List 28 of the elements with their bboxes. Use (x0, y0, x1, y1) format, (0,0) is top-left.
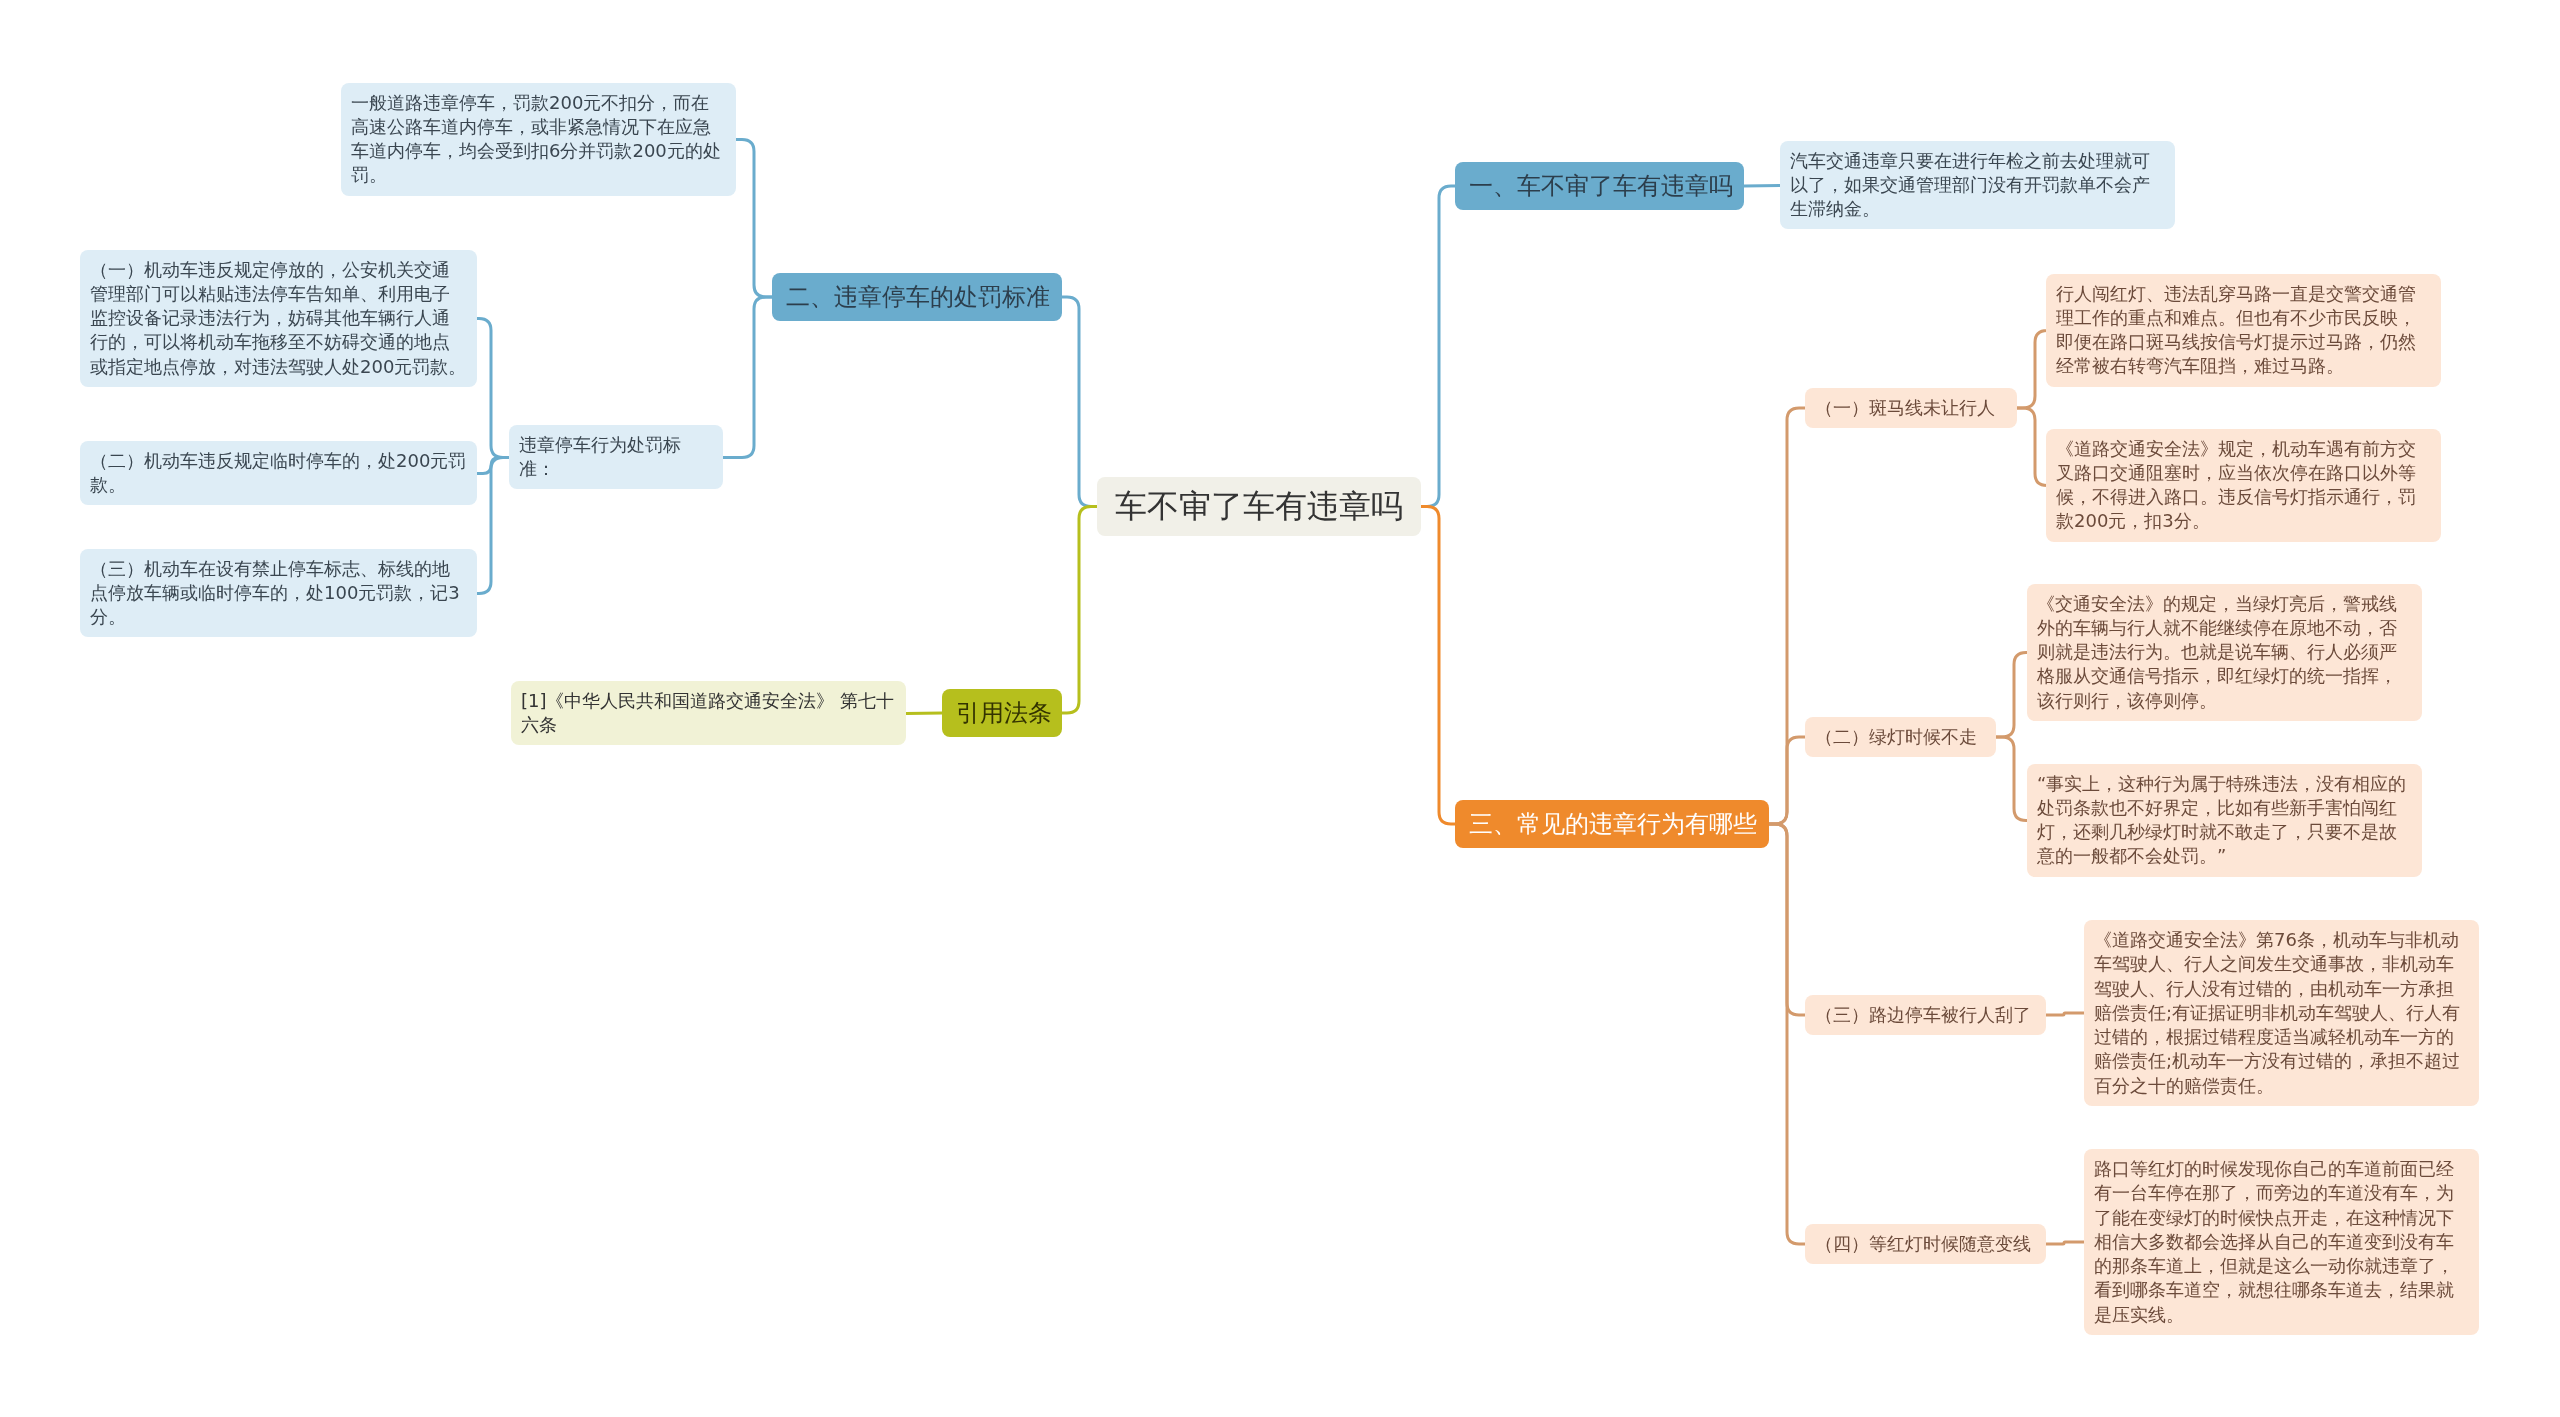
note-box: （三）机动车在设有禁止停车标志、标线的地点停放车辆或临时停车的，处100元罚款，记3分。 (80, 548, 477, 638)
note-box: 《道路交通安全法》规定，机动车遇有前方交叉路口交通阻塞时，应当依次停在路口以外等候，不得进入路口。违反信号灯指示通行，罚款200元，扣3分。 (2046, 428, 2441, 542)
connector-line (1996, 735, 2028, 822)
note-box: 违章停车行为处罚标准： (509, 424, 723, 490)
topic-box: 一、车不审了车有违章吗 (1455, 162, 1744, 211)
note-box: 《道路交通安全法》第76条，机动车与非机动车驾驶人、行人之间发生交通事故，非机动车驾驶人、行人没有过错的，由机动车一方承担赔偿责任;有证据证明非机动车驾驶人、行人有过错的，根据过错程度适当减轻机动车一方的赔偿责任;机动车一方没有过错的，承担不超过百分之十的赔偿责任。 (2084, 920, 2479, 1107)
topic-box: 三、常见的违章行为有哪些 (1455, 800, 1769, 849)
note-box: （三）路边停车被行人刮了 (1805, 995, 2046, 1036)
connector-line (2046, 1240, 2084, 1246)
note-box: （一）机动车违反规定停放的，公安机关交通管理部门可以粘贴违法停车告知单、利用电子监控设备记录违法行为，妨碍其他车辆行人通行的，可以将机动车拖移至不妨碍交通的地点或指定地点停放，对违法驾驶人处200元罚款。 (80, 249, 477, 387)
note-box: 汽车交通违章只要在进行年检之前去处理就可以了，如果交通管理部门没有开罚款单不会产生滞纳金。 (1780, 140, 2175, 230)
note-box: 路口等红灯的时候发现你自己的车道前面已经有一台车停在那了，而旁边的车道没有车，为了能在变绿灯的时候快点开走，在这种情况下相信大多数都会选择从自己的车道变到没有车的那条车道上，但就是这么一动你就违章了，看到哪条车道空，就想往哪条车道去，结果就是压实线。 (2084, 1149, 2479, 1336)
note-box: “事实上，这种行为属于特殊违法，没有相应的处罚条款也不好界定，比如有些新手害怕闯红灯，还剩几秒绿灯时就不敢走了，只要不是故意的一般都不会处罚。” (2027, 763, 2422, 877)
connector-line (1769, 822, 1805, 1246)
topic-box: 引用法条 (942, 689, 1062, 738)
note-box: （二）绿灯时候不走 (1805, 717, 1996, 758)
note-box: [1]《中华人民共和国道路交通安全法》 第七十六条 (511, 680, 906, 746)
connector-line (1743, 184, 1781, 188)
topic-box: 二、违章停车的处罚标准 (772, 273, 1062, 322)
note-box: （四）等红灯时候随意变线 (1805, 1224, 2046, 1265)
note-box: 行人闯红灯、违法乱穿马路一直是交警交通管理工作的重点和难点。但也有不少市民反映，即便在路口斑马线按信号灯提示过马路，仍然经常被右转弯汽车阻挡，难过马路。 (2046, 273, 2441, 387)
note-box: 《交通安全法》的规定，当绿灯亮后，警戒线外的车辆与行人就不能继续停在原地不动，否则就是违法行为。也就是说车辆、行人必须严格服从交通信号指示，即红绿灯的统一指挥，该行则行，该停则停。 (2027, 583, 2422, 721)
note-box: 一般道路违章停车，罚款200元不扣分，而在高速公路车道内停车，或非紧急情况下在应急车道内停车，均会受到扣6分并罚款200元的处罚。 (341, 82, 736, 196)
note-box: （一）斑马线未让行人 (1805, 388, 2017, 429)
central-topic-box: 车不审了车有违章吗 (1097, 476, 1421, 536)
note-box: （二）机动车违反规定临时停车的，处200元罚款。 (80, 440, 477, 506)
connector-line (2046, 1011, 2084, 1017)
connector-line (905, 711, 943, 715)
